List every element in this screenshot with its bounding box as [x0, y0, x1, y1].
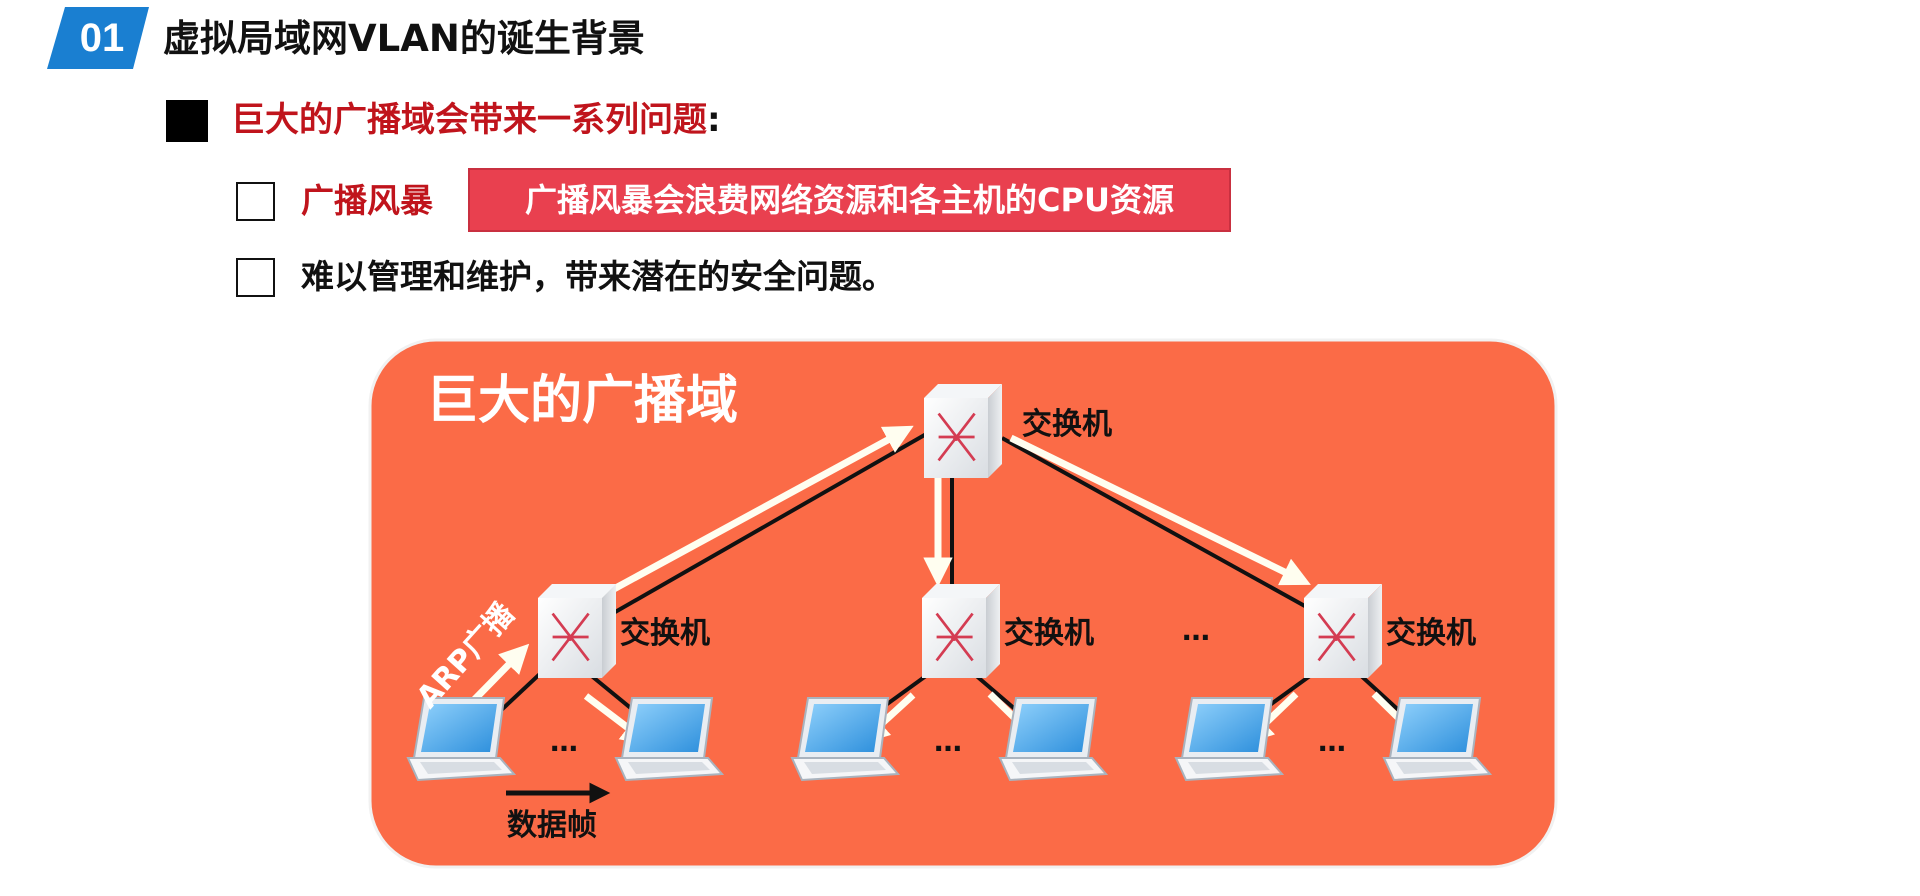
checkbox-icon — [236, 182, 275, 221]
broadcast-domain-diagram: 巨大的广播域 — [368, 338, 1558, 869]
switch-middle-label: 交换机 — [1004, 616, 1094, 651]
switch-core-label: 交换机 — [1022, 407, 1112, 442]
section-number: 01 — [47, 7, 149, 69]
laptop-icon — [1384, 698, 1490, 780]
switch-core-icon — [924, 384, 1002, 478]
laptop-icon — [792, 698, 898, 780]
main-point-colon: : — [707, 100, 721, 140]
broadcast-storm-callout: 广播风暴会浪费网络资源和各主机的CPU资源 — [468, 168, 1231, 232]
hosts-ellipsis: … — [550, 725, 578, 758]
main-point: 巨大的广播域会带来一系列问题: — [231, 96, 721, 144]
switch-middle-icon — [922, 584, 1000, 678]
laptop-icon — [1176, 698, 1282, 780]
sub-point-broadcast-storm: 广播风暴 — [301, 177, 433, 225]
laptop-icon — [408, 698, 514, 780]
sub-point-management: 难以管理和维护，带来潜在的安全问题。 — [301, 253, 895, 301]
bullet-square-icon — [166, 100, 208, 142]
section-badge: 01 — [47, 7, 149, 69]
switches-ellipsis: … — [1182, 614, 1210, 647]
broadcast-domain-label: 巨大的广播域 — [426, 371, 738, 431]
switch-left-icon — [538, 584, 616, 678]
switch-right-icon — [1304, 584, 1382, 678]
laptop-icon — [1000, 698, 1106, 780]
hosts-ellipsis: … — [934, 725, 962, 758]
data-frame-label: 数据帧 — [507, 808, 597, 843]
diagram-canvas: 巨大的广播域 — [368, 338, 1558, 869]
switch-left-label: 交换机 — [620, 616, 710, 651]
switch-right-label: 交换机 — [1386, 616, 1476, 651]
main-point-text: 巨大的广播域会带来一系列问题 — [231, 100, 707, 140]
checkbox-icon — [236, 258, 275, 297]
page-title: 虚拟局域网VLAN的诞生背景 — [163, 14, 645, 64]
hosts-ellipsis: … — [1318, 725, 1346, 758]
laptop-icon — [616, 698, 722, 780]
